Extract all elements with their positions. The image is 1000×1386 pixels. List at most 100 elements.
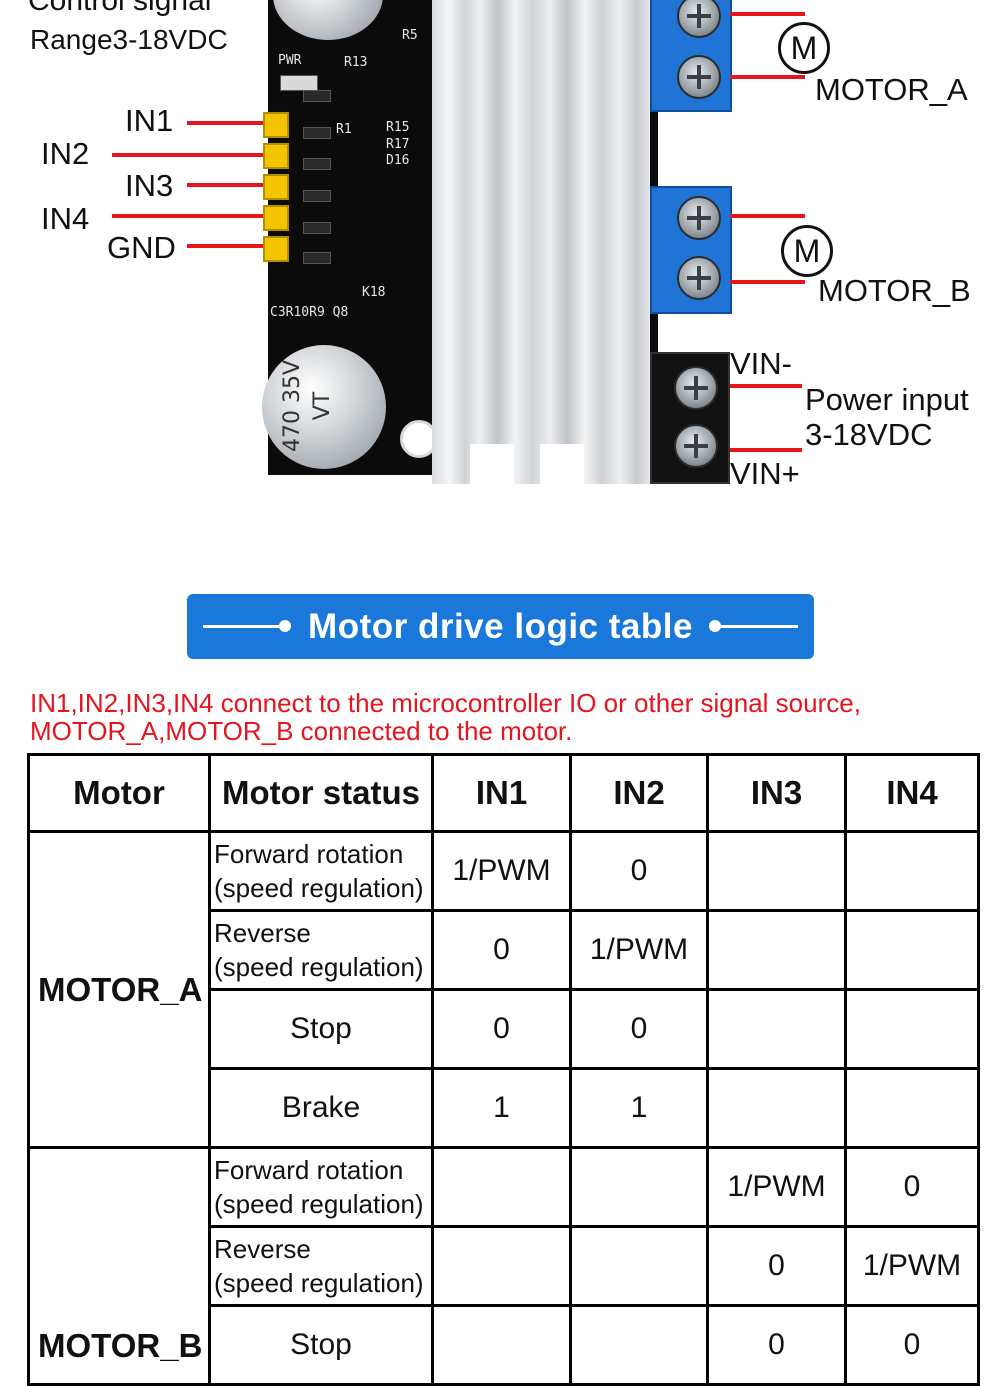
header-pin-in2 xyxy=(263,143,289,169)
header-in3: IN3 xyxy=(706,753,847,833)
header-motor: Motor xyxy=(27,753,211,833)
in2-cell xyxy=(569,1146,709,1228)
smd-component xyxy=(303,222,331,234)
table-row: MOTOR_A Forward rotation(speed regulatio… xyxy=(27,830,980,1149)
status-cell: Stop xyxy=(208,1304,434,1386)
silk-bottom: C3R10R9 Q8 xyxy=(270,305,349,320)
motor-a-screw-1 xyxy=(677,0,721,38)
control-signal-title: Control signal xyxy=(28,0,212,17)
in2-cell xyxy=(569,1304,709,1386)
wire-in1 xyxy=(187,121,265,125)
power-screw-minus xyxy=(674,366,718,410)
wire-motor-b-top xyxy=(730,214,805,218)
vin-plus-label: VIN+ xyxy=(730,456,800,491)
status-cell: Stop xyxy=(208,988,434,1070)
pin-label-in4: IN4 xyxy=(41,201,90,236)
table-row: Stop 0 0 xyxy=(29,988,980,1070)
motor-b-screw-1 xyxy=(677,196,721,240)
in3-cell: 0 xyxy=(706,1225,847,1307)
in2-cell: 1/PWM xyxy=(569,909,709,991)
in3-cell xyxy=(706,830,847,912)
in1-cell: 0 xyxy=(431,909,572,991)
banner-right-wing xyxy=(720,625,798,628)
status-line-1: Forward rotation xyxy=(214,839,404,869)
motor-a-label: MOTOR_A xyxy=(815,72,968,107)
in1-cell xyxy=(431,1146,572,1228)
section-banner: Motor drive logic table xyxy=(187,594,814,659)
status-line-1: Reverse xyxy=(214,1234,311,1264)
banner-left-wing xyxy=(203,625,281,628)
control-range-label: Range3-18VDC xyxy=(30,24,228,55)
pin-label-in3: IN3 xyxy=(125,168,174,203)
status-cell: Brake xyxy=(208,1067,434,1149)
pin-label-in1: IN1 xyxy=(125,103,174,138)
smd-component xyxy=(303,158,331,170)
motor-b-screw-2 xyxy=(677,256,721,300)
in2-cell: 0 xyxy=(569,830,709,912)
table-header-row: Motor Motor status IN1 IN2 IN3 IN4 xyxy=(27,753,980,833)
power-input-label: Power input xyxy=(805,382,969,417)
wire-motor-b-bottom xyxy=(730,280,805,284)
board-diagram: Control signal Range3-18VDC IN1 IN2 IN3 … xyxy=(0,0,1000,540)
in4-cell xyxy=(844,830,980,912)
in3-cell xyxy=(706,909,847,991)
silk-r5: R5 xyxy=(402,28,418,43)
smd-component xyxy=(303,127,331,139)
status-cell: Reverse (speed regulation) xyxy=(208,1225,434,1307)
wire-vin-minus xyxy=(730,384,802,388)
status-cell: Forward rotation (speed regulation) xyxy=(208,1146,434,1228)
in2-cell: 0 xyxy=(569,988,709,1070)
header-pin-in3 xyxy=(263,174,289,200)
status-cell: Forward rotation(speed regulation) xyxy=(208,830,434,912)
aluminum-heatsink xyxy=(432,0,650,484)
header-in2: IN2 xyxy=(569,753,709,833)
in3-cell xyxy=(706,988,847,1070)
motor-a-screw-2 xyxy=(677,55,721,99)
header-pin-in4 xyxy=(263,205,289,231)
in4-cell xyxy=(844,1067,980,1149)
status-cell: Reverse(speed regulation) xyxy=(208,909,434,991)
smd-component xyxy=(303,252,331,264)
silk-r13: R13 xyxy=(344,55,368,70)
in3-cell: 1/PWM xyxy=(706,1146,847,1228)
in4-cell xyxy=(844,988,980,1070)
silk-d16: D16 xyxy=(386,153,410,168)
motor-b-symbol: M xyxy=(781,225,833,277)
status-line-2: (speed regulation) xyxy=(214,1189,424,1219)
table-row: Reverse(speed regulation) 0 1/PWM xyxy=(29,1225,980,1307)
silk-r17: R17 xyxy=(386,137,410,152)
note-line-2: MOTOR_A,MOTOR_B connected to the motor. xyxy=(30,716,573,746)
status-line-2: (speed regulation) xyxy=(214,1268,424,1298)
silk-k18: K18 xyxy=(362,285,386,300)
in1-cell xyxy=(431,1225,572,1307)
banner-left-dot xyxy=(279,620,291,632)
smd-component xyxy=(303,90,331,102)
status-line-1: Forward rotation xyxy=(214,1155,404,1185)
motor-b-cell: MOTOR_B xyxy=(27,1146,211,1386)
header-pin-gnd xyxy=(263,236,289,262)
motor-b-label: MOTOR_B xyxy=(818,273,971,308)
in3-cell xyxy=(706,1067,847,1149)
smd-component xyxy=(303,190,331,202)
in1-cell: 1/PWM xyxy=(431,830,572,912)
power-screw-plus xyxy=(674,424,718,468)
motor-a-cell: MOTOR_A xyxy=(27,830,211,1149)
silk-r1: R1 xyxy=(336,122,352,137)
smd-component xyxy=(280,75,318,91)
note-line-1: IN1,IN2,IN3,IN4 connect to the microcont… xyxy=(30,688,861,718)
in2-cell: 1 xyxy=(569,1067,709,1149)
main-capacitor xyxy=(262,345,386,469)
in3-cell: 0 xyxy=(706,1304,847,1386)
in1-cell: 1 xyxy=(431,1067,572,1149)
in4-cell xyxy=(844,909,980,991)
banner-right-dot xyxy=(709,620,721,632)
header-in4: IN4 xyxy=(844,753,980,833)
table-row: Brake 1 1 xyxy=(29,1067,980,1149)
vin-minus-label: VIN- xyxy=(730,346,792,381)
status-line-2: (speed regulation) xyxy=(214,952,424,982)
wire-motor-a-top xyxy=(730,12,805,16)
wire-in3 xyxy=(187,183,265,187)
table-row: MOTOR_B Forward rotation (speed regulatio… xyxy=(27,1146,980,1386)
motor-a-symbol: M xyxy=(778,22,830,74)
silk-r15: R15 xyxy=(386,120,410,135)
